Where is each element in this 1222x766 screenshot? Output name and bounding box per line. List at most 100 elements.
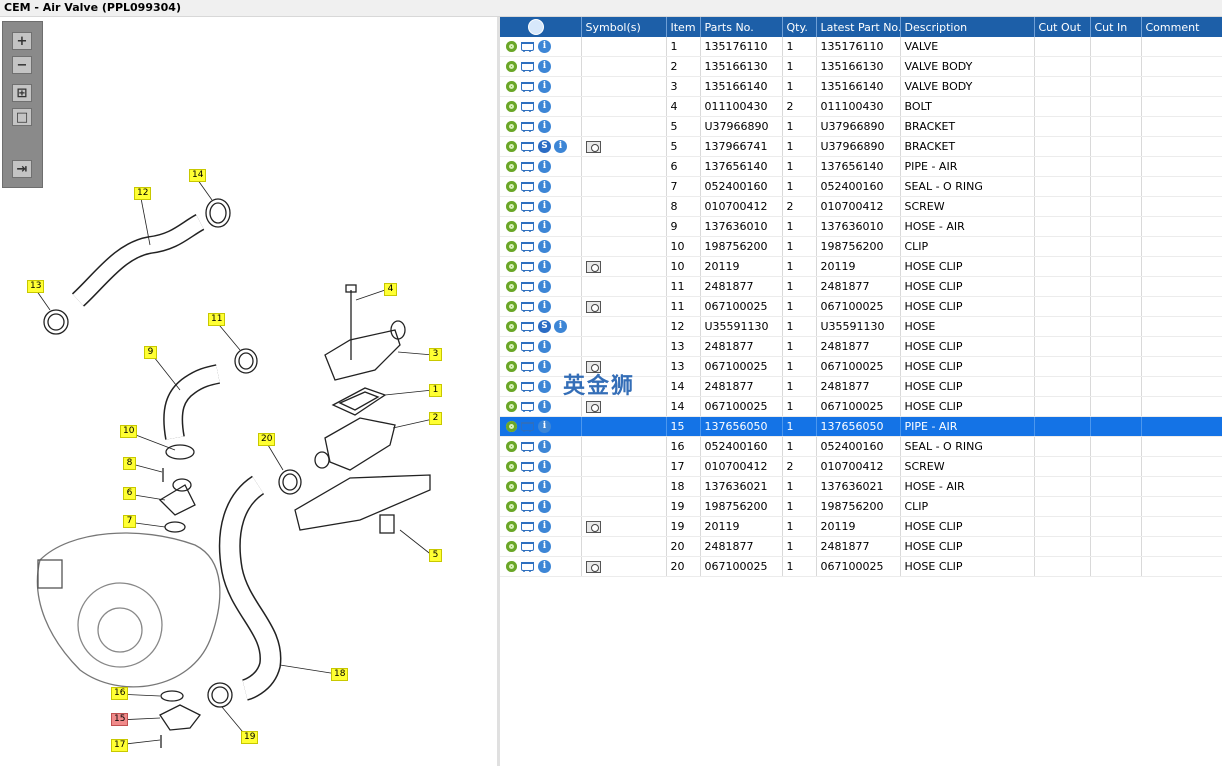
info-icon[interactable]: i	[538, 500, 551, 514]
info-icon[interactable]: i	[538, 540, 551, 554]
fit-all-icon[interactable]: ⊞	[12, 84, 32, 102]
info-icon[interactable]: i	[538, 220, 551, 234]
column-header-latest-part-no[interactable]: Latest Part No.	[816, 17, 901, 37]
gear-icon[interactable]	[506, 481, 517, 493]
callout-9[interactable]: 9	[144, 346, 157, 359]
gear-icon[interactable]	[506, 241, 517, 253]
supersession-icon[interactable]: S	[538, 320, 551, 334]
callout-7[interactable]: 7	[123, 515, 136, 528]
column-header-comment[interactable]: Comment	[1141, 17, 1222, 37]
splitter[interactable]	[497, 17, 500, 766]
cart-icon[interactable]	[520, 400, 535, 413]
info-icon[interactable]: i	[538, 420, 551, 434]
callout-19[interactable]: 19	[241, 731, 259, 744]
cart-icon[interactable]	[520, 280, 535, 293]
callout-15-highlighted[interactable]: 15	[111, 713, 129, 726]
column-header-cut-in[interactable]: Cut In	[1090, 17, 1142, 37]
cart-icon[interactable]	[520, 220, 535, 233]
cart-icon[interactable]	[520, 40, 535, 53]
gear-icon[interactable]	[506, 61, 517, 73]
info-icon[interactable]: i	[538, 340, 551, 354]
info-icon[interactable]: i	[538, 100, 551, 114]
gear-icon[interactable]	[506, 261, 517, 273]
zoom-out-icon[interactable]: −	[12, 56, 32, 74]
callout-11[interactable]: 11	[208, 313, 226, 326]
gear-icon[interactable]	[506, 201, 517, 213]
catalog-lookup-icon[interactable]	[585, 401, 601, 413]
info-icon[interactable]: i	[538, 300, 551, 314]
cart-icon[interactable]	[520, 360, 535, 373]
column-header-qty[interactable]: Qty.	[782, 17, 817, 37]
info-icon[interactable]: i	[538, 520, 551, 534]
callout-4[interactable]: 4	[384, 283, 397, 296]
cart-icon[interactable]	[520, 440, 535, 453]
gear-icon[interactable]	[506, 421, 517, 433]
info-icon[interactable]: i	[538, 440, 551, 454]
gear-icon[interactable]	[506, 41, 517, 53]
gear-icon[interactable]	[506, 141, 517, 153]
gear-icon[interactable]	[506, 181, 517, 193]
gear-icon[interactable]	[506, 81, 517, 93]
callout-10[interactable]: 10	[120, 425, 138, 438]
diagram-panel[interactable]: 12 14 13 4 11 9 3 1 2 10 20 8 6 7 5 18 1…	[0, 17, 498, 766]
info-icon[interactable]: i	[538, 40, 551, 54]
cart-icon[interactable]	[520, 500, 535, 513]
info-icon[interactable]: i	[538, 120, 551, 134]
gear-icon[interactable]	[506, 381, 517, 393]
cart-icon[interactable]	[520, 380, 535, 393]
export-icon[interactable]: ⇥	[12, 160, 32, 178]
info-icon[interactable]: i	[538, 180, 551, 194]
info-icon[interactable]: i	[554, 140, 567, 154]
cart-icon[interactable]	[520, 240, 535, 253]
gear-icon[interactable]	[506, 441, 517, 453]
cart-icon[interactable]	[520, 540, 535, 553]
gear-icon[interactable]	[506, 361, 517, 373]
info-icon[interactable]: i	[538, 200, 551, 214]
callout-2[interactable]: 2	[429, 412, 442, 425]
info-icon[interactable]: i	[538, 480, 551, 494]
info-icon[interactable]: i	[538, 400, 551, 414]
callout-3[interactable]: 3	[429, 348, 442, 361]
callout-14[interactable]: 14	[189, 169, 207, 182]
column-header-cut-out[interactable]: Cut Out	[1034, 17, 1091, 37]
cart-icon[interactable]	[520, 340, 535, 353]
gear-icon[interactable]	[506, 161, 517, 173]
gear-icon[interactable]	[506, 401, 517, 413]
column-header-symbols[interactable]: Symbol(s)	[581, 17, 667, 37]
gear-icon[interactable]	[506, 561, 517, 573]
gear-icon[interactable]	[506, 101, 517, 113]
gear-icon[interactable]	[506, 541, 517, 553]
cart-icon[interactable]	[520, 180, 535, 193]
callout-8[interactable]: 8	[123, 457, 136, 470]
gear-icon[interactable]	[506, 301, 517, 313]
callout-17[interactable]: 17	[111, 739, 129, 752]
gear-icon[interactable]	[506, 121, 517, 133]
info-icon[interactable]: i	[538, 80, 551, 94]
cart-icon[interactable]	[520, 260, 535, 273]
search-parts-icon[interactable]	[528, 19, 544, 35]
info-icon[interactable]: i	[538, 360, 551, 374]
cart-icon[interactable]	[520, 480, 535, 493]
gear-icon[interactable]	[506, 321, 517, 333]
cart-icon[interactable]	[520, 200, 535, 213]
supersession-icon[interactable]: S	[538, 140, 551, 154]
cart-icon[interactable]	[520, 60, 535, 73]
info-icon[interactable]: i	[538, 160, 551, 174]
